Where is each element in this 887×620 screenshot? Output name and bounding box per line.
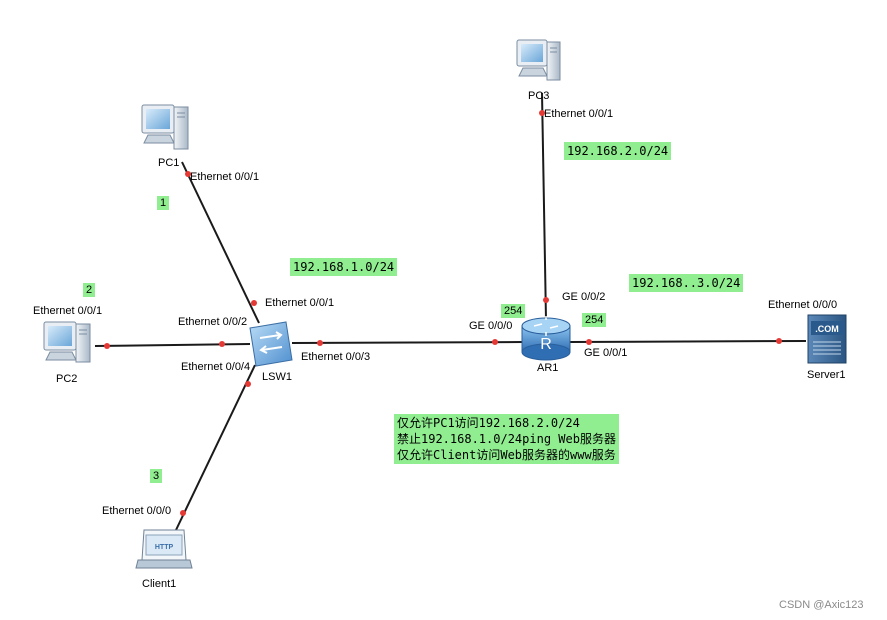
ar1-ge001-label: GE 0/0/1 [584,347,628,359]
pc3-icon[interactable] [516,39,561,81]
host-id-ge000: 254 [501,304,526,318]
lsw1-e004-label: Ethernet 0/0/4 [181,361,251,373]
port-dot-ar1-ge001 [586,339,592,345]
link-ar1-server1 [569,340,807,343]
lsw1-e003-label: Ethernet 0/0/3 [301,351,371,363]
marker-3: 3 [150,469,163,483]
port-dot-lsw1-e003 [317,340,323,346]
watermark: CSDN @Axic123 [779,599,864,611]
ar1-ge000-label: GE 0/0/0 [469,320,513,332]
server1-port-label: Ethernet 0/0/0 [768,299,838,311]
host-id-ge001: 254 [582,313,607,327]
link-lsw1-ar1 [291,341,525,344]
server-com-label: .COM [815,324,839,334]
pc1-port-label: Ethernet 0/0/1 [190,171,260,183]
server1-icon[interactable]: .COM [807,314,847,364]
port-dots [104,110,782,516]
pc3-port-label: Ethernet 0/0/1 [544,108,614,120]
client1-port-label: Ethernet 0/0/0 [102,505,172,517]
note-line-2: 禁止192.168.1.0/24ping Web服务器 [397,432,616,446]
network-label-2: 192.168.2.0/24 [564,142,672,160]
client1-name: Client1 [142,578,177,590]
network-label-3: 192.168..3.0/24 [629,274,744,292]
svg-text:R: R [540,336,552,353]
lsw1-e001-label: Ethernet 0/0/1 [265,297,335,309]
lsw1-name: LSW1 [262,371,292,383]
requirements-note: 仅允许PC1访问192.168.2.0/24 禁止192.168.1.0/24p… [394,414,619,464]
port-dot-ar1-ge000 [492,339,498,345]
port-dot-lsw1-e001 [251,300,257,306]
ar1-name: AR1 [537,362,559,374]
client1-icon[interactable]: HTTP [135,529,193,569]
link-client1-lsw1 [175,364,256,531]
port-dot-ar1-ge002 [543,297,549,303]
port-dot-lsw1-e002 [219,341,225,347]
note-line-1: 仅允许PC1访问192.168.2.0/24 [397,416,580,430]
pc2-name: PC2 [56,373,78,385]
port-dot-lsw1-e004 [245,381,251,387]
port-dot-pc1 [185,171,191,177]
link-ar1-pc3 [541,92,547,321]
network-label-1: 192.168.1.0/24 [290,258,398,276]
ar1-ge002-label: GE 0/0/2 [562,291,606,303]
client-http-label: HTTP [155,544,174,551]
links [94,92,807,531]
pc3-name: PC3 [528,90,550,102]
port-dot-pc2 [104,343,110,349]
link-pc2-lsw1 [94,343,251,347]
pc1-icon[interactable] [141,104,189,150]
port-dot-server1 [776,338,782,344]
pc1-name: PC1 [158,157,180,169]
server1-name: Server1 [807,369,846,381]
marker-1: 1 [157,196,170,210]
marker-2: 2 [83,283,96,297]
note-line-3: 仅允许Client访问Web服务器的www服务 [397,448,616,462]
port-dot-client1 [180,510,186,516]
link-pc1-lsw1 [181,161,260,324]
lsw1-switch-icon[interactable] [249,321,293,367]
port-dot-pc3 [539,110,545,116]
pc2-port-label: Ethernet 0/0/1 [33,305,103,317]
pc2-icon[interactable] [43,321,91,363]
lsw1-e002-label: Ethernet 0/0/2 [178,316,248,328]
ar1-router-icon[interactable]: R [521,316,571,361]
